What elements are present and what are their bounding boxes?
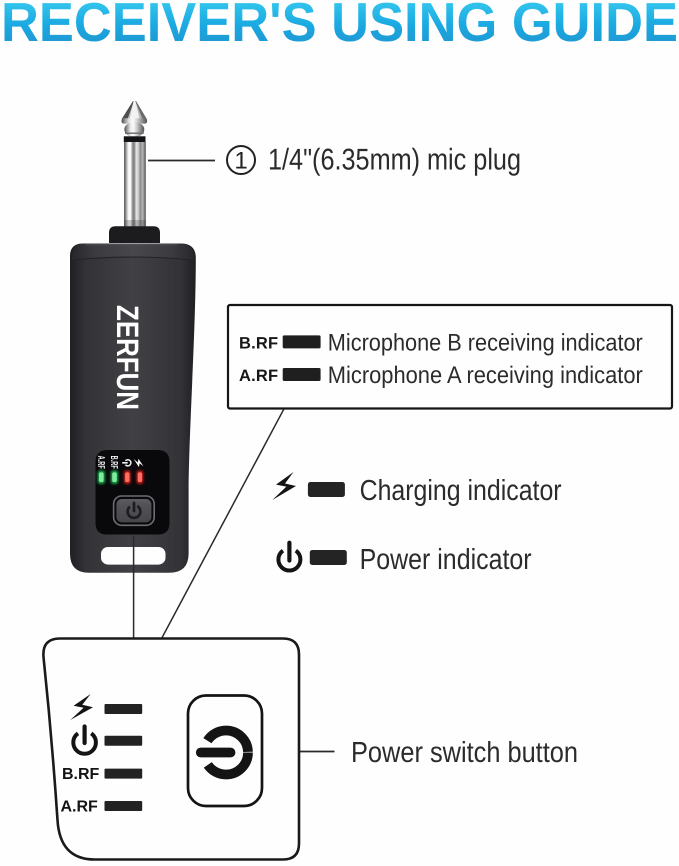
- svg-text:Power indicator: Power indicator: [360, 544, 532, 576]
- svg-text:Microphone B receiving indicat: Microphone B receiving indicator: [328, 330, 643, 357]
- svg-text:A.RF: A.RF: [61, 799, 99, 816]
- svg-text:B.RF: B.RF: [62, 766, 100, 783]
- svg-text:1/4"(6.35mm) mic plug: 1/4"(6.35mm) mic plug: [268, 144, 521, 177]
- svg-text:Charging indicator: Charging indicator: [360, 475, 562, 507]
- svg-text:B.RF: B.RF: [108, 456, 119, 469]
- svg-text:1: 1: [234, 148, 247, 175]
- svg-text:ZERFUN: ZERFUN: [110, 305, 145, 410]
- svg-text:A.RF: A.RF: [239, 367, 278, 385]
- svg-text:B.RF: B.RF: [239, 335, 278, 353]
- svg-text:A.RF: A.RF: [95, 456, 106, 469]
- svg-text:Microphone A receiving indicat: Microphone A receiving indicator: [328, 362, 643, 389]
- svg-text:RECEIVER'S USING GUIDE: RECEIVER'S USING GUIDE: [1, 0, 678, 53]
- svg-text:Power switch button: Power switch button: [351, 737, 578, 769]
